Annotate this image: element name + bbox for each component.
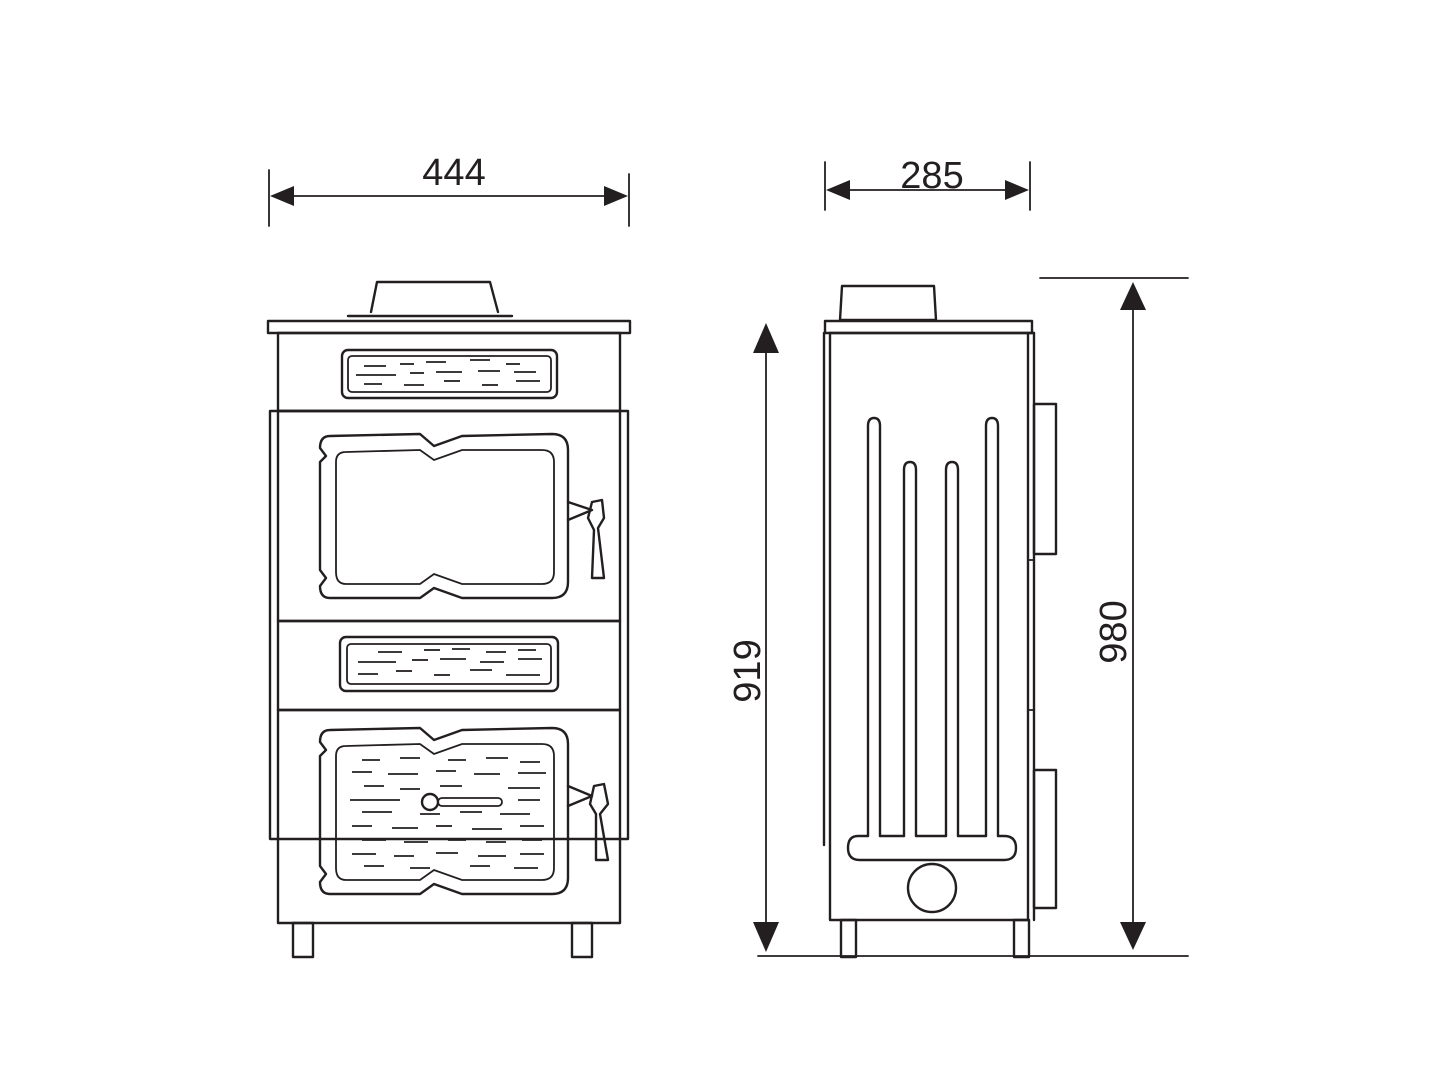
lower-door-hatching bbox=[350, 757, 546, 869]
lower-door-handle bbox=[566, 782, 610, 862]
arrow-left-icon bbox=[826, 180, 850, 200]
total-height-dimension: 980 bbox=[757, 277, 1189, 957]
leg-side-front bbox=[839, 918, 858, 959]
side-body bbox=[828, 331, 1030, 922]
upper-door-handle bbox=[566, 498, 606, 580]
arrow-right-icon bbox=[604, 186, 628, 206]
front-width-dimension: 444 bbox=[268, 152, 630, 227]
flue-collar-side bbox=[838, 284, 938, 322]
middle-section-front bbox=[276, 619, 622, 712]
arrow-up-icon bbox=[753, 323, 779, 353]
firebox-shell-front bbox=[268, 409, 630, 841]
upper-door-frame bbox=[318, 432, 570, 600]
body-height-dimension: 919 bbox=[727, 323, 779, 952]
lower-door-edge-side bbox=[1032, 768, 1058, 910]
side-depth-label: 285 bbox=[900, 155, 963, 197]
middle-vent-panel bbox=[338, 635, 560, 693]
lower-door-glass bbox=[335, 743, 555, 881]
total-height-label: 980 bbox=[1093, 600, 1135, 663]
body-height-label: 919 bbox=[727, 639, 769, 702]
upper-door-edge-side bbox=[1032, 402, 1058, 556]
arrow-down-icon bbox=[753, 922, 779, 952]
lower-door-section bbox=[276, 708, 622, 925]
top-plate-side bbox=[823, 319, 1034, 335]
front-view bbox=[266, 280, 632, 959]
flue-collar-front bbox=[369, 280, 500, 314]
side-ribs bbox=[846, 416, 1018, 862]
top-plate-front bbox=[266, 319, 632, 335]
upper-door-glass bbox=[335, 449, 555, 585]
arrow-down-icon bbox=[1120, 922, 1146, 950]
arrow-right-icon bbox=[1005, 180, 1029, 200]
side-view bbox=[822, 284, 1058, 959]
arrow-up-icon bbox=[1120, 282, 1146, 310]
leg-front-right bbox=[570, 921, 594, 959]
upper-vent-panel bbox=[340, 348, 559, 400]
lower-door-frame bbox=[318, 726, 570, 896]
middle-vent-hatching bbox=[358, 648, 542, 676]
arrow-left-icon bbox=[270, 186, 294, 206]
leg-side-back bbox=[1012, 918, 1031, 959]
air-inlet-side bbox=[906, 862, 958, 914]
leg-front-left bbox=[291, 921, 315, 959]
upper-vent-hatching bbox=[356, 359, 540, 386]
air-control-slider bbox=[420, 792, 503, 812]
side-depth-dimension: 285 bbox=[824, 155, 1031, 211]
front-width-label: 444 bbox=[422, 152, 485, 194]
